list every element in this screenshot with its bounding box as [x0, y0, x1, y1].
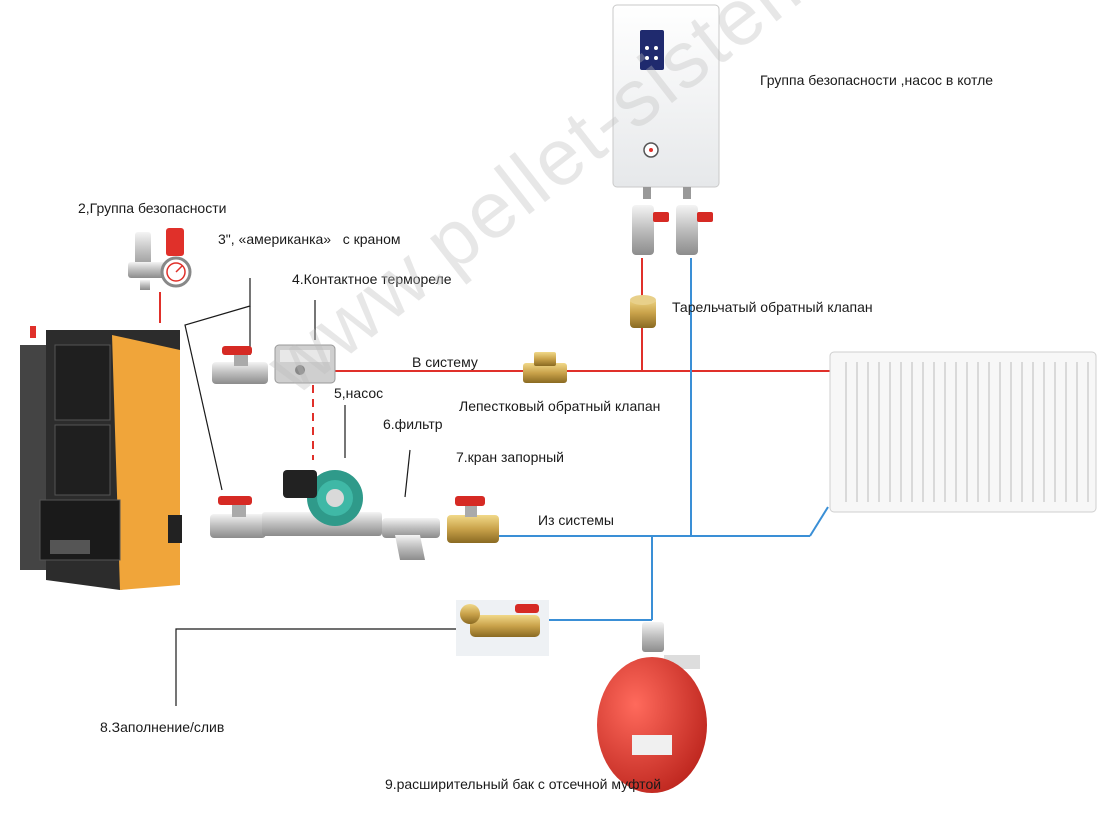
electric-boiler-valve-right — [676, 205, 713, 255]
radiator-return-pipe — [809, 506, 829, 537]
union-valve-leader — [184, 278, 251, 491]
solid-fuel-boiler — [20, 326, 182, 590]
filter-label: 6.фильтр — [383, 416, 443, 432]
expansion-tank-label: 9.расширительный бак с отсечной муфтой — [384, 776, 662, 792]
disc-check-valve-icon — [630, 295, 656, 328]
union-valve-label: 3", «американка» с краном — [218, 231, 401, 247]
union-valve-supply — [212, 346, 268, 384]
electric-boiler-valve-left — [632, 205, 669, 255]
from-system-label: Из системы — [538, 512, 614, 528]
fill-drain-leader — [175, 628, 460, 706]
safety-group-icon — [128, 228, 192, 290]
fill-drain-label: 8.Заполнение/слив — [100, 719, 225, 735]
return-pipes — [498, 258, 829, 621]
supply-pipes — [159, 258, 830, 460]
pump-label: 5,насос — [334, 385, 384, 401]
union-valve-return — [210, 496, 266, 538]
circulation-pump-icon — [262, 470, 382, 536]
electric-boiler-note-label: Группа безопасности ,насос в котле — [760, 72, 994, 88]
safety-group-label: 2,Группа безопасности — [78, 200, 227, 216]
petal-check-valve-icon — [523, 352, 567, 383]
shutoff-valve-icon — [447, 496, 499, 543]
petal-check-valve-label: Лепестковый обратный клапан — [459, 398, 661, 414]
thermostat-label: 4.Контактное термореле — [292, 271, 452, 287]
to-system-label: В систему — [412, 354, 478, 370]
filter-icon — [382, 518, 440, 560]
fill-drain-valve-icon — [456, 600, 549, 656]
radiator-icon — [829, 351, 1097, 513]
expansion-tank-icon — [597, 622, 707, 793]
contact-thermostat-icon — [274, 344, 336, 384]
filter-leader — [404, 449, 411, 498]
disc-check-valve-label: Тарельчатый обратный клапан — [672, 299, 873, 315]
shutoff-valve-label: 7.кран запорный — [456, 449, 564, 465]
electric-boiler — [612, 4, 720, 199]
